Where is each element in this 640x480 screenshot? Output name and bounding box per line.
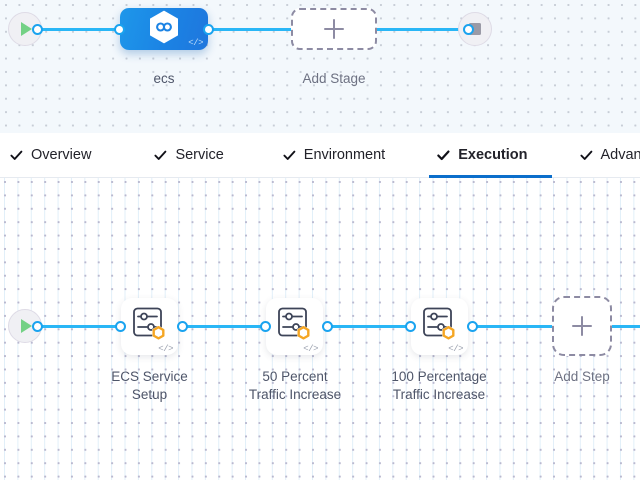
tab-environment[interactable]: Environment (283, 133, 385, 178)
step-node-2-input-port[interactable] (260, 321, 271, 332)
play-icon (21, 319, 32, 333)
add-stage-label: Add Stage (302, 71, 366, 86)
step-node-1-label: ECS Service Setup (111, 369, 188, 402)
stage-node-ecs-input-port[interactable] (114, 24, 125, 35)
add-step-button[interactable] (552, 296, 612, 356)
hexagon-badge-icon (152, 325, 165, 340)
infinity-hexagon-icon (147, 9, 181, 50)
pipeline-start-port[interactable] (32, 24, 43, 35)
stage-node-ecs-output-port[interactable] (203, 24, 214, 35)
tab-environment-label: Environment (303, 146, 386, 163)
plus-icon (572, 316, 592, 336)
stage-wire-add-to-end (370, 28, 468, 31)
code-glyph-icon: </> (303, 344, 318, 354)
code-glyph-icon: </> (158, 344, 173, 354)
section-tabs: Overview Service Environment Execution (0, 133, 640, 178)
step-node-100-percentage-traffic-increase[interactable]: </> (411, 298, 468, 355)
step-node-3-label: 100 Percentage Traffic Increase (391, 369, 487, 402)
execution-start-port[interactable] (32, 321, 43, 332)
step-node-3-output-port[interactable] (467, 321, 478, 332)
check-icon (283, 149, 296, 162)
tab-advanced-label: Advance (600, 146, 640, 163)
pipeline-end-port[interactable] (463, 24, 474, 35)
stage-wire-ecs-to-add (204, 28, 300, 31)
exec-wire-step1-to-step2 (178, 325, 273, 328)
step-node-1-input-port[interactable] (115, 321, 126, 332)
stage-wire-start-to-ecs (32, 28, 128, 31)
tab-overview-label: Overview (31, 146, 92, 163)
tab-execution-label: Execution (458, 146, 528, 163)
exec-wire-step2-to-step3 (323, 325, 418, 328)
stage-node-ecs-label: ecs (153, 71, 175, 86)
plus-icon (324, 19, 344, 39)
stage-node-ecs[interactable]: </> (120, 8, 208, 50)
tab-overview[interactable]: Overview (10, 133, 91, 178)
check-icon (437, 149, 450, 162)
sliders-settings-icon (422, 307, 458, 341)
add-stage-button[interactable] (291, 8, 377, 50)
add-step-label: Add Step (554, 369, 610, 384)
step-node-2-output-port[interactable] (322, 321, 333, 332)
exec-wire-add-to-right (608, 325, 640, 328)
check-icon (579, 149, 593, 162)
exec-wire-step3-to-add (468, 325, 558, 328)
check-icon (154, 149, 167, 162)
tab-service[interactable]: Service (154, 133, 224, 178)
stage-canvas[interactable]: </> ecs Add Stage (0, 0, 640, 133)
pipeline-start-node[interactable] (8, 12, 42, 46)
sliders-settings-icon (277, 307, 313, 341)
exec-wire-start-to-step1 (32, 325, 127, 328)
code-glyph-icon: </> (448, 344, 463, 354)
hexagon-badge-icon (442, 325, 455, 340)
sliders-settings-icon (132, 307, 168, 341)
play-icon (21, 22, 32, 36)
step-node-50-percent-traffic-increase[interactable]: </> (266, 298, 323, 355)
step-node-3-input-port[interactable] (405, 321, 416, 332)
tab-service-label: Service (175, 146, 224, 163)
step-node-ecs-service-setup[interactable]: </> (121, 298, 178, 355)
tab-advanced[interactable]: Advance (579, 133, 640, 178)
code-glyph-icon: </> (188, 38, 203, 48)
check-icon (10, 149, 23, 162)
tab-execution[interactable]: Execution (429, 133, 552, 178)
step-node-1-output-port[interactable] (177, 321, 188, 332)
hexagon-badge-icon (297, 325, 310, 340)
execution-canvas[interactable]: </> ECS Service Setup (0, 178, 640, 480)
tab-active-underline (429, 174, 552, 178)
step-node-2-label: 50 Percent Traffic Increase (248, 369, 342, 402)
